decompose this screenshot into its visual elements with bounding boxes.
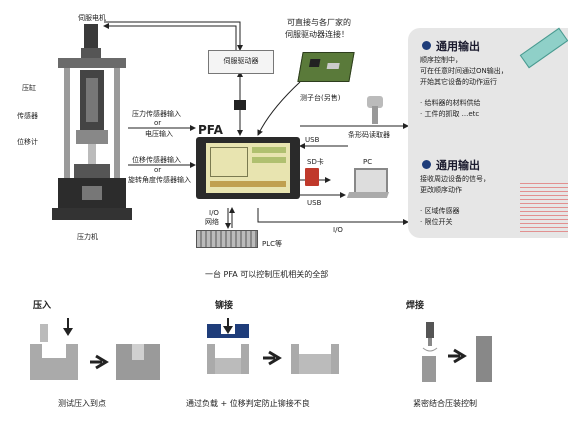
app-title-rivet: 铆接 bbox=[215, 301, 234, 311]
app-caption-weld: 紧密结合压装控制 bbox=[413, 399, 477, 408]
rivet-illustration bbox=[205, 318, 355, 388]
panel-desc-1-line3: 开始其它设备的动作运行 bbox=[420, 78, 497, 86]
disp-or-label: or bbox=[154, 166, 162, 174]
panel-desc-2-line1: 接收周边设备的信号， bbox=[420, 175, 490, 183]
disp-input-label-1: 位移传感器输入 bbox=[132, 156, 181, 164]
measure-board-icon bbox=[297, 52, 355, 82]
pfa-device bbox=[196, 137, 300, 199]
disp-input-label-2: 旋转角度传感器输入 bbox=[128, 176, 191, 184]
pfa-screen bbox=[206, 143, 290, 193]
barcode-reader-icon bbox=[365, 96, 385, 124]
bullet-dot-icon bbox=[422, 41, 431, 50]
weld-illustration bbox=[408, 316, 498, 388]
cylinder-label: 压缸 bbox=[22, 84, 36, 92]
panel-bullet-2b: · 限位开关 bbox=[420, 218, 453, 226]
panel-heading-2-text: 通用输出 bbox=[436, 159, 480, 172]
sd-card-label: SD卡 bbox=[307, 158, 324, 166]
panel-desc-1-line1: 顺序控制中， bbox=[420, 56, 462, 64]
plc-icon bbox=[196, 230, 258, 248]
plc-label: PLC等 bbox=[262, 240, 283, 248]
pressure-input-label-1: 压力传感器输入 bbox=[132, 110, 181, 118]
press-machine-label: 压力机 bbox=[77, 233, 98, 241]
servo-driver-box: 伺服驱动器 bbox=[208, 50, 274, 74]
app-title-weld: 焊接 bbox=[406, 301, 425, 311]
panel-desc-1-line2: 可在任意时间通过ON输出， bbox=[420, 67, 508, 75]
measure-board-label: 测子台(另售) bbox=[300, 94, 341, 102]
io-label-bottom: I/O bbox=[333, 226, 343, 234]
app-title-press: 压入 bbox=[33, 301, 52, 311]
panel-heading-1-text: 通用输出 bbox=[436, 40, 480, 53]
press-fit-illustration bbox=[28, 318, 168, 388]
panel-heading-2: 通用输出 bbox=[422, 157, 480, 173]
network-label: 网络 bbox=[205, 218, 219, 226]
panel-bullet-1a: · 给料器的材料供给 bbox=[420, 99, 481, 107]
servo-driver-label: 伺服驱动器 bbox=[223, 57, 259, 65]
connector-icon bbox=[234, 100, 246, 110]
panel-heading-1: 通用输出 bbox=[422, 38, 480, 54]
main-caption: 一台 PFA 可以控制压机相关的全部 bbox=[205, 270, 329, 279]
driver-note-1: 可直接与各厂家的 bbox=[287, 18, 351, 27]
press-machine-illustration bbox=[38, 18, 138, 228]
displacement-meter-label: 位移计 bbox=[17, 138, 38, 146]
io-label-left: I/O bbox=[209, 209, 219, 217]
servo-motor-label: 伺服电机 bbox=[78, 14, 106, 22]
barcode-reader-label: 条形码读取器 bbox=[348, 131, 390, 139]
usb-label-barcode: USB bbox=[305, 136, 320, 144]
pressure-or-label: or bbox=[154, 119, 162, 127]
bullet-dot-icon bbox=[422, 160, 431, 169]
area-sensor-icon bbox=[520, 182, 568, 232]
panel-bullet-2a: · 区域传感器 bbox=[420, 207, 460, 215]
app-caption-rivet: 通过负载 + 位移判定防止铆接不良 bbox=[186, 399, 310, 408]
pc-label: PC bbox=[363, 158, 373, 166]
driver-note-2: 伺服驱动器连接！ bbox=[285, 30, 349, 39]
sensor-label: 传感器 bbox=[17, 112, 38, 120]
pressure-input-label-2: 电压输入 bbox=[145, 130, 173, 138]
laptop-icon bbox=[346, 168, 390, 202]
panel-desc-2-line2: 更改顺序动作 bbox=[420, 186, 462, 194]
app-caption-press: 测试压入到点 bbox=[58, 399, 106, 408]
panel-bullet-1b: · 工件的抓取 ...etc bbox=[420, 110, 480, 118]
sd-card-icon bbox=[305, 168, 319, 186]
pfa-label: PFA bbox=[198, 123, 223, 137]
usb-label-pc: USB bbox=[307, 199, 322, 207]
